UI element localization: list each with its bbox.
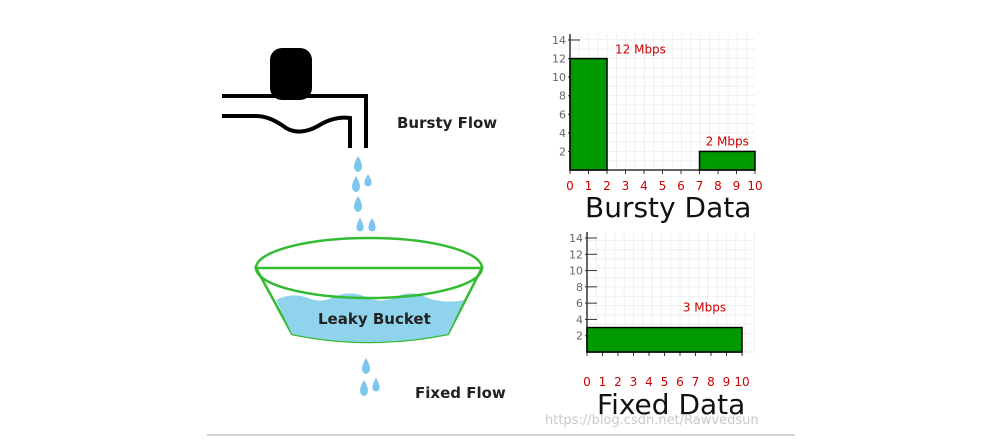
bar-value-label: 3 Mbps xyxy=(683,301,726,315)
y-tick-label: 8 xyxy=(559,90,566,103)
x-tick-label: 3 xyxy=(622,179,630,193)
y-tick-label: 2 xyxy=(559,145,566,158)
bar-value-label: 12 Mbps xyxy=(615,42,666,56)
x-tick-label: 3 xyxy=(630,375,638,389)
x-tick-label: 2 xyxy=(603,179,611,193)
bursty-flow-label: Bursty Flow xyxy=(397,114,497,132)
fixed-drops xyxy=(360,358,380,396)
chart-bar xyxy=(586,326,743,353)
x-tick-label: 5 xyxy=(661,375,669,389)
x-tick-label: 2 xyxy=(614,375,622,389)
water-drop-icon xyxy=(362,358,370,374)
y-tick-label: 6 xyxy=(576,297,583,310)
y-tick-label: 6 xyxy=(559,108,566,121)
y-tick-label: 8 xyxy=(576,281,583,294)
x-tick-label: 4 xyxy=(640,179,648,193)
water-drop-icon xyxy=(368,218,376,232)
faucet-pipe-bottom xyxy=(222,114,352,148)
chart-bar xyxy=(569,57,608,171)
x-tick-label: 9 xyxy=(733,179,741,193)
water-drop-icon xyxy=(354,156,362,172)
y-tick-label: 4 xyxy=(576,313,583,326)
chart-title: Bursty Data xyxy=(585,191,751,224)
watermark-text: https://blog.csdn.net/Rawvedsun xyxy=(545,413,759,428)
y-tick-label: 14 xyxy=(552,34,566,47)
faucet-handle xyxy=(270,48,312,100)
x-tick-label: 10 xyxy=(734,375,749,389)
x-tick-label: 1 xyxy=(585,179,593,193)
water-drop-icon xyxy=(364,174,372,187)
x-tick-label: 6 xyxy=(677,179,685,193)
faucet-icon xyxy=(222,48,368,148)
x-tick-label: 9 xyxy=(723,375,731,389)
x-tick-label: 1 xyxy=(599,375,607,389)
x-tick-label: 10 xyxy=(747,179,762,193)
x-tick-label: 8 xyxy=(707,375,715,389)
water-drop-icon xyxy=(354,196,362,212)
bucket-water xyxy=(276,293,464,342)
x-tick-label: 8 xyxy=(714,179,722,193)
x-tick-label: 6 xyxy=(676,375,684,389)
bucket-rim xyxy=(254,236,484,300)
x-tick-label: 0 xyxy=(583,375,591,389)
x-tick-label: 4 xyxy=(645,375,653,389)
water-drop-icon xyxy=(360,380,368,396)
bursty-drops xyxy=(352,156,376,232)
fixed-flow-label: Fixed Flow xyxy=(415,384,506,402)
water-drop-icon xyxy=(356,218,364,232)
y-tick-label: 10 xyxy=(552,71,566,84)
y-tick-label: 10 xyxy=(569,265,583,278)
x-tick-label: 7 xyxy=(692,375,700,389)
water-drop-icon xyxy=(372,378,380,392)
y-tick-label: 14 xyxy=(569,232,583,245)
y-tick-label: 2 xyxy=(576,330,583,343)
water-drop-icon xyxy=(352,176,360,192)
leaky-bucket-label: Leaky Bucket xyxy=(318,310,431,328)
y-tick-label: 12 xyxy=(552,53,566,66)
faucet-pipe-top xyxy=(222,94,368,148)
x-tick-label: 0 xyxy=(566,179,574,193)
y-tick-label: 12 xyxy=(569,248,583,261)
chart-title: Fixed Data xyxy=(597,388,745,421)
leaky-bucket-icon xyxy=(253,236,485,344)
x-tick-label: 7 xyxy=(696,179,704,193)
x-tick-label: 5 xyxy=(659,179,667,193)
bar-value-label: 2 Mbps xyxy=(706,134,749,148)
y-tick-label: 4 xyxy=(559,127,566,140)
chart-bar xyxy=(698,150,756,171)
